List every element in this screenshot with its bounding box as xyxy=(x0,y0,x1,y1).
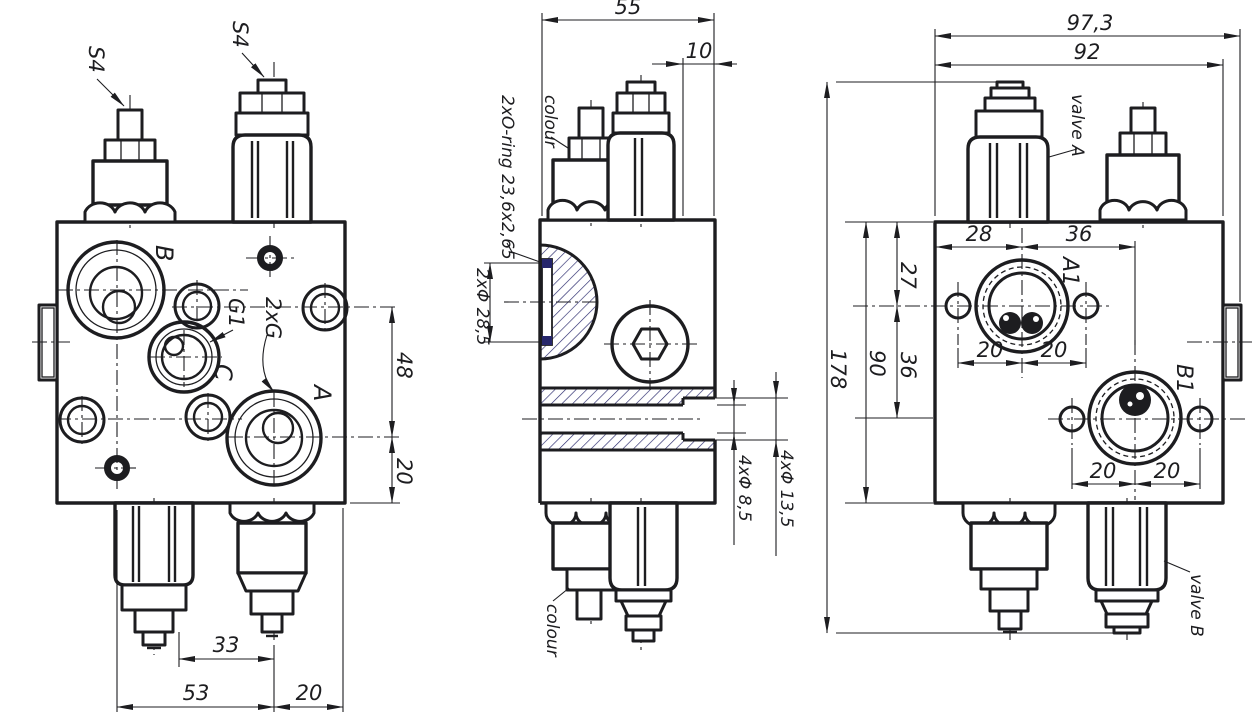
dim-53: 53 xyxy=(183,681,210,705)
front-valve-bottom-left xyxy=(113,501,195,650)
back-small-holes xyxy=(944,292,1214,433)
valve-b-label: valve B xyxy=(1186,574,1206,637)
s4-label-right: S4 xyxy=(228,21,252,48)
port-B1-bore xyxy=(1087,370,1183,466)
front-block-outline xyxy=(55,220,347,505)
front-labels: S4 S4 B G1 C 2xG A xyxy=(84,21,336,401)
back-valve-B xyxy=(1098,106,1188,222)
front-valve-bottom-right xyxy=(228,501,316,638)
front-small-holes xyxy=(104,245,283,481)
port-c-label: C xyxy=(209,364,237,381)
dim-20-b1-left: 20 xyxy=(1090,459,1117,483)
port-a-label: A xyxy=(308,383,336,401)
back-valve-A xyxy=(966,80,1050,224)
port-A1-bore xyxy=(974,258,1070,354)
front-view: S4 S4 B G1 C 2xG A 48 20 33 53 20 xyxy=(32,21,416,712)
side-valve-bottom-right xyxy=(608,501,679,643)
mounting-bore-section xyxy=(540,388,715,450)
dim-33: 33 xyxy=(213,633,240,657)
side-labels: 2xO-ring 23,6x2,65 colour colour xyxy=(497,95,570,658)
dim-48: 48 xyxy=(392,352,416,379)
dim-2x-dia-28-5: 2xΦ 28,5 xyxy=(472,268,492,346)
front-mounting-holes xyxy=(58,282,349,444)
dim-92: 92 xyxy=(1074,40,1101,64)
dim-97-3: 97,3 xyxy=(1067,11,1114,35)
dim-36-vert: 36 xyxy=(896,352,920,379)
port-b1-label: B1 xyxy=(1171,364,1196,393)
dim-4x-dia-13-5: 4xΦ 13,5 xyxy=(776,450,796,528)
colour-bottom-label: colour xyxy=(542,604,562,658)
back-valve-bottom-right xyxy=(1086,501,1168,635)
dim-20-vert: 20 xyxy=(392,458,416,485)
dim-90: 90 xyxy=(865,350,889,377)
front-valve-top-right xyxy=(231,78,313,224)
dim-178: 178 xyxy=(826,349,850,389)
port-2xg-label: 2xG xyxy=(261,297,285,339)
back-valve-bottom-left xyxy=(961,501,1057,634)
side-view: 2xO-ring 23,6x2,65 colour colour 55 10 2… xyxy=(472,0,796,658)
port-A-bore xyxy=(225,389,323,487)
front-dimensions: 48 20 33 53 20 xyxy=(116,306,416,712)
s4-label-left: S4 xyxy=(84,46,108,73)
dim-55: 55 xyxy=(615,0,642,19)
side-valve-top-right xyxy=(606,80,676,222)
valve-a-label: valve A xyxy=(1067,94,1087,157)
back-labels: A1 B1 valve A valve B xyxy=(1048,94,1206,637)
back-view: A1 B1 valve A valve B 97,3 92 178 90 27 … xyxy=(824,11,1252,640)
side-dimensions: 55 10 2xΦ 28,5 4xΦ 13,5 4xΦ 8,5 xyxy=(472,0,796,556)
dim-28: 28 xyxy=(966,222,993,246)
dim-20-b1-right: 20 xyxy=(1154,459,1181,483)
colour-top-label: colour xyxy=(540,95,560,149)
port-b-label: B xyxy=(150,245,178,261)
port-B-bore xyxy=(66,240,166,340)
front-valve-top-left xyxy=(83,108,177,224)
port-g1-label: G1 xyxy=(224,298,248,328)
back-dimensions: 97,3 92 178 90 27 36 28 36 20 20 20 20 xyxy=(824,11,1241,634)
oring-label: 2xO-ring 23,6x2,65 xyxy=(497,95,517,260)
dim-20-horiz: 20 xyxy=(296,681,323,705)
dim-20-a1-right: 20 xyxy=(1041,338,1068,362)
dim-4x-dia-8-5: 4xΦ 8,5 xyxy=(734,455,754,522)
port-a1-label: A1 xyxy=(1057,255,1082,286)
dim-20-a1-left: 20 xyxy=(977,338,1004,362)
dim-36-top: 36 xyxy=(1066,222,1093,246)
dim-10: 10 xyxy=(686,39,713,63)
dim-27: 27 xyxy=(896,262,920,289)
